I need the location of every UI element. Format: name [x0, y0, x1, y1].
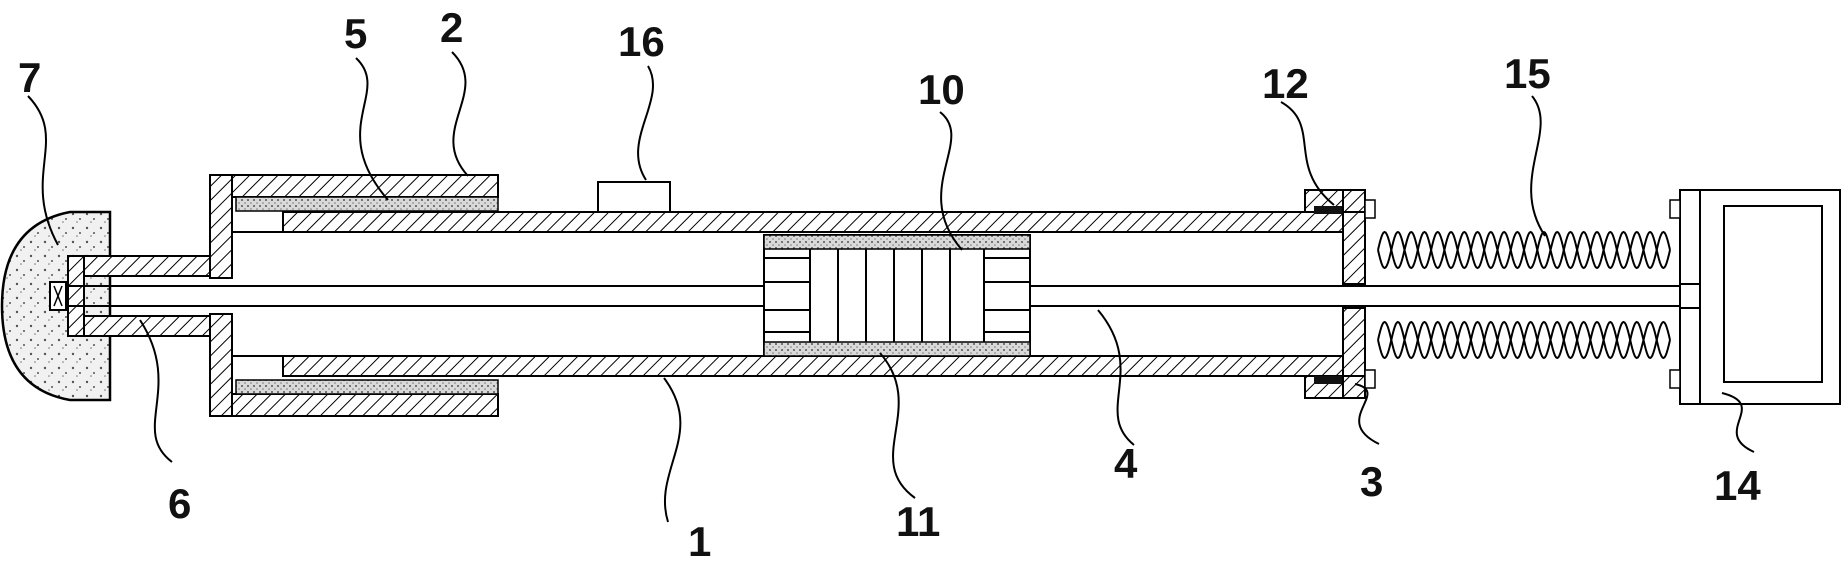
- label-16: 16: [618, 18, 665, 65]
- part-12-seal-ring: [1314, 206, 1342, 384]
- part-1-cylinder: [232, 211, 1344, 377]
- label-15: 15: [1504, 50, 1551, 97]
- callout-labels: 7 5 2 16 10 12 15 6 1 11 4 3 14: [18, 4, 1761, 565]
- label-12: 12: [1262, 60, 1309, 107]
- part-16-top-block: [597, 181, 671, 213]
- part-14-motor: [1669, 189, 1841, 405]
- part-6-nozzle-sleeve: [49, 255, 221, 337]
- label-1: 1: [688, 518, 711, 565]
- part-5-liner: [235, 196, 499, 395]
- label-6: 6: [168, 480, 191, 527]
- label-10: 10: [918, 66, 965, 113]
- part-15-springs: [1377, 230, 1671, 360]
- part-3-end-plate: [1304, 189, 1366, 399]
- part-10-piston: [763, 234, 1031, 356]
- part-11-piston-seal: [763, 234, 1031, 357]
- label-14: 14: [1714, 462, 1761, 509]
- label-7: 7: [18, 54, 41, 101]
- label-11: 11: [896, 498, 940, 545]
- bolts-left-plate: [1364, 199, 1376, 389]
- label-4: 4: [1114, 440, 1138, 487]
- label-2: 2: [440, 4, 463, 51]
- label-3: 3: [1360, 458, 1383, 505]
- label-5: 5: [344, 10, 367, 57]
- leader-lines: [27, 51, 1755, 523]
